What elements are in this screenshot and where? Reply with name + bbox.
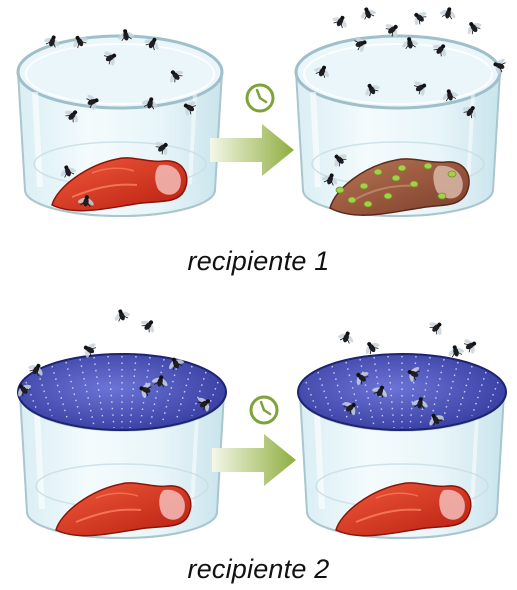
container-2-before xyxy=(18,354,226,538)
container-1-after xyxy=(296,36,500,216)
container-1-before xyxy=(18,36,222,216)
clock-icon xyxy=(251,397,277,423)
clock-icon xyxy=(247,85,273,111)
time-transition-1 xyxy=(210,85,294,176)
container-2-after xyxy=(298,354,506,538)
container-1-label: recipiente 1 xyxy=(0,246,517,277)
container-2-label: recipiente 2 xyxy=(0,554,517,585)
mesh-lid xyxy=(298,354,506,430)
time-transition-2 xyxy=(212,397,296,486)
arrow-right-icon xyxy=(210,124,294,176)
arrow-right-icon xyxy=(212,434,296,486)
mesh-lid xyxy=(18,354,226,430)
